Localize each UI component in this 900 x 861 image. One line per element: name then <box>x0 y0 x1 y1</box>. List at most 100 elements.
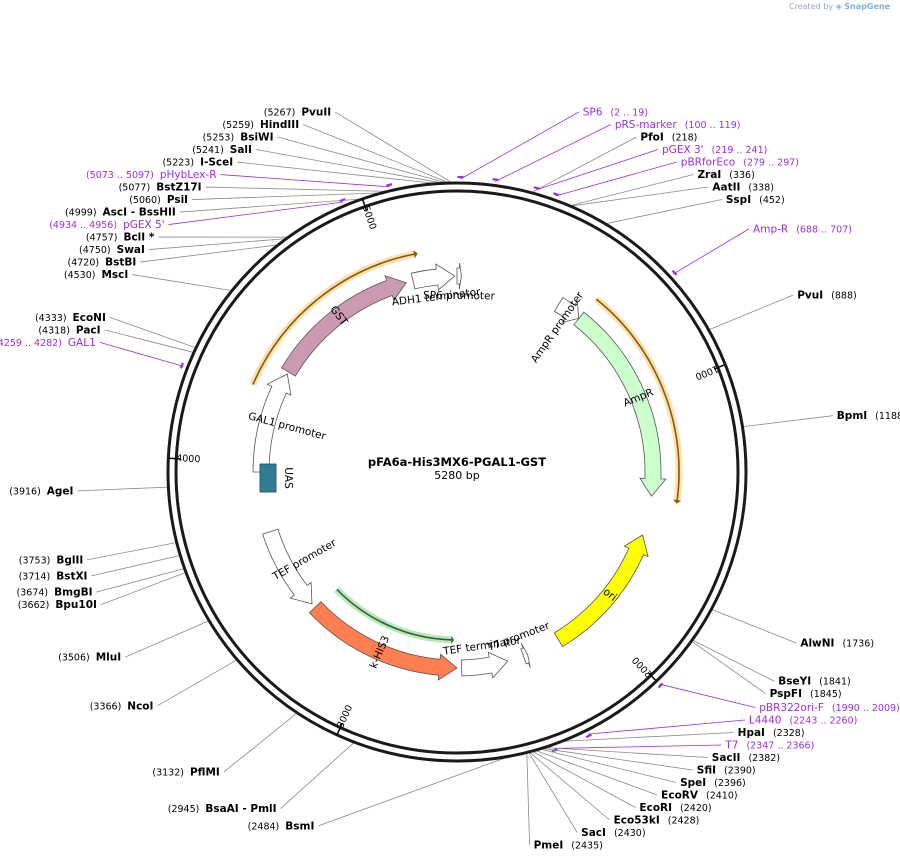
uas-label: UAS <box>282 467 294 489</box>
restriction-site-label: (5077)BstZ17I <box>119 182 202 194</box>
leader-line <box>205 186 388 192</box>
leader-line <box>742 415 833 428</box>
leader-line <box>109 317 197 349</box>
primer-mark <box>179 362 184 369</box>
feature-arrow-ampr-promoter <box>553 297 580 324</box>
leader-line <box>140 244 279 263</box>
primer-label: T7(2347 .. 2366) <box>724 740 814 752</box>
leader-line <box>692 639 775 682</box>
leader-line <box>77 486 169 492</box>
leader-line <box>604 199 722 225</box>
restriction-site-label: EcoRV(2410) <box>661 790 737 802</box>
restriction-site-label: (5223)I-SceI <box>162 157 233 169</box>
leader-line <box>237 161 438 185</box>
leader-line <box>544 747 708 758</box>
leader-line <box>192 192 383 200</box>
orf-bar <box>252 253 416 385</box>
restriction-site-label: (5060)PsiI <box>129 194 188 206</box>
uas-box: UAS <box>259 463 294 493</box>
feature-arrow-t7-promoter <box>520 643 531 668</box>
leader-line <box>555 161 677 197</box>
primer-label: (4934 .. 4956)pGEX 5' <box>49 219 164 231</box>
restriction-site-label: SpeI(2396) <box>680 777 746 789</box>
primer-label: pRS-marker(100 .. 119) <box>615 119 741 131</box>
orf-arrowhead <box>673 499 682 504</box>
feature-arrow-ampr <box>573 311 667 497</box>
leader-line <box>711 608 797 644</box>
feature-arrow-ori <box>553 534 649 648</box>
restriction-site-label: (4530)MscI <box>64 269 128 281</box>
leader-line <box>223 712 298 773</box>
leader-line <box>91 555 181 577</box>
leader-line <box>132 274 233 292</box>
leader-line <box>280 741 355 809</box>
restriction-site-label: (5267)PvuII <box>264 107 331 119</box>
restriction-site-label: (3366)NcoI <box>90 700 154 712</box>
leader-line <box>168 201 344 225</box>
restriction-site-label: (5253)BsiWI <box>203 132 274 144</box>
feature-arrow-tef-promoter <box>262 528 313 605</box>
leader-line <box>148 238 287 250</box>
tick-label: 2000 <box>630 654 655 679</box>
leader-line <box>570 186 709 207</box>
primer-label: L4440(2243 .. 2260) <box>749 715 857 727</box>
tick-label: 3000 <box>335 703 355 730</box>
tick-mark <box>713 363 726 370</box>
restriction-site-label: BpmI(1188) <box>837 410 900 422</box>
leader-line <box>536 149 659 191</box>
leader-line <box>554 744 722 749</box>
restriction-site-label: (4318)PacI <box>38 324 100 336</box>
restriction-site-label: (3714)BstXI <box>19 570 88 582</box>
leader-line <box>87 542 177 561</box>
primer-mark <box>671 269 678 276</box>
restriction-site-label: (5259)HindIII <box>222 119 299 131</box>
orf-arrowhead <box>413 250 418 259</box>
restriction-site-label: (3132)PflMI <box>152 767 219 779</box>
tick-mark <box>647 671 657 682</box>
orf-bar <box>336 588 453 641</box>
restriction-site-label: (4333)EcoNI <box>35 312 106 324</box>
restriction-site-label: SfiI(2390) <box>697 765 756 777</box>
plasmid-name: pFA6a-His3MX6-PGAL1-GST <box>368 455 546 469</box>
leader-line <box>255 149 444 184</box>
primer-mark <box>492 178 499 182</box>
leader-line <box>587 719 745 735</box>
snapgene-credit: Created by ◈ SnapGene <box>789 2 890 11</box>
restriction-site-label: Eco53kI(2428) <box>614 815 700 827</box>
plasmid-size: 5280 bp <box>434 469 479 482</box>
primer-mark <box>386 183 393 187</box>
restriction-site-label: AatII(338) <box>712 182 774 194</box>
restriction-site-label: (3674)BmgBI <box>17 587 93 599</box>
primer-label: (4259 .. 4282)GAL1 <box>0 337 96 349</box>
leader-line <box>659 683 756 708</box>
feature-arrow-sp6-promoter <box>456 262 462 290</box>
primer-label: pBR322ori-F(1990 .. 2009) <box>759 702 900 714</box>
uas-marker <box>259 463 277 493</box>
tick-label: 4000 <box>176 453 201 465</box>
leader-line <box>569 174 694 207</box>
primer-mark <box>585 733 592 739</box>
leader-line <box>96 568 185 593</box>
restriction-site-label: (2945)BsaAI - PmlI <box>168 803 277 815</box>
restriction-site-label: SacII(2382) <box>712 752 780 764</box>
restriction-site-label: PvuI(888) <box>797 289 856 301</box>
leader-line <box>220 174 390 188</box>
restriction-site-label: HpaI(2328) <box>738 727 805 739</box>
leader-line <box>526 752 531 846</box>
restriction-site-label: (3506)MluI <box>58 652 121 664</box>
leader-line <box>528 751 578 833</box>
feature-label: TEF terminator <box>441 635 522 658</box>
leader-line <box>495 124 611 182</box>
primer-label: (5073 .. 5097)pHybLex-R <box>86 169 217 181</box>
primer-mark <box>657 682 664 689</box>
restriction-site-label: (3662)Bpu10I <box>18 599 97 611</box>
primer-label: Amp-R(688 .. 707) <box>753 223 852 235</box>
backbone-inner <box>174 189 740 755</box>
leader-line <box>179 198 363 213</box>
feature-layer <box>252 262 667 681</box>
restriction-site-label: PspFI(1845) <box>770 688 842 700</box>
restriction-site-label: PfoI(218) <box>640 132 697 144</box>
restriction-site-label: SacI(2430) <box>581 827 645 839</box>
feature-label: SP6 promoter <box>423 290 496 303</box>
